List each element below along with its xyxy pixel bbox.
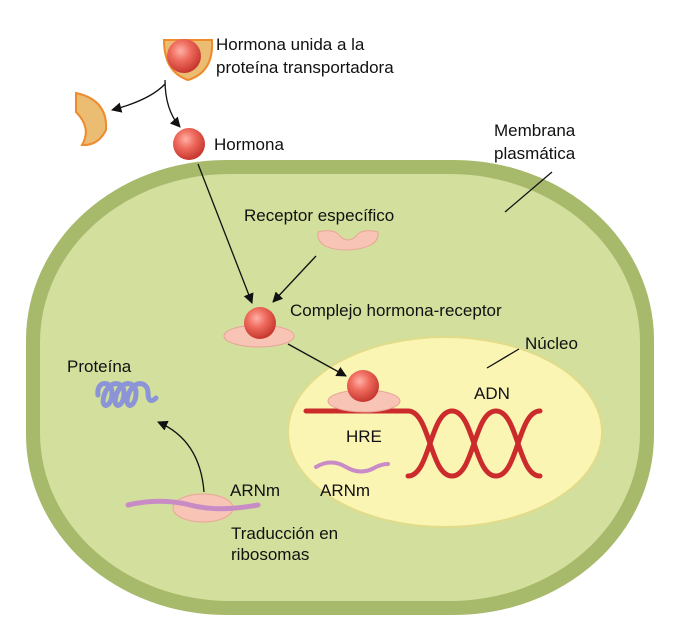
protein-coil [95,381,159,408]
label-mrna-cytoplasm: ARNm [230,481,280,500]
label-hormone: Hormona [214,135,284,154]
label-protein: Proteína [67,357,132,376]
mrna-nucleus [314,460,390,474]
label-receptor: Receptor específico [244,206,394,225]
hre-hormone [347,370,379,402]
arrow-hormone-to-complex [197,163,254,304]
dna-strand-2 [405,408,543,479]
label-bound-hormone-line1: Hormona unida a la [216,35,365,54]
label-translation-line1: Traducción en [231,524,338,543]
mrna-cytoplasm [125,498,261,512]
arrow-to-free-hormone [164,79,181,128]
label-dna: ADN [474,384,510,403]
membrane-leader-line [504,171,553,213]
label-mrna-nucleus: ARNm [320,481,370,500]
label-membrane-line1: Membrana [494,121,576,140]
label-translation-line2: ribosomas [231,545,309,564]
free-carrier-protein [75,91,108,147]
label-membrane-line2: plasmática [494,144,576,163]
specific-receptor [317,230,379,251]
label-complex: Complejo hormona-receptor [290,301,502,320]
nucleus-leader-line [486,348,520,369]
bound-hormone-circle [167,39,201,73]
label-nucleus: Núcleo [525,334,578,353]
label-hre: HRE [346,427,382,446]
complex-hormone [244,307,276,339]
free-hormone [173,128,205,160]
arrow-to-free-carrier [110,83,166,113]
label-bound-hormone-line2: proteína transportadora [216,58,394,77]
arrow-receptor-to-complex [272,255,317,303]
arrow-complex-to-nucleus [287,343,347,377]
arrow-translation-to-protein [157,420,205,493]
